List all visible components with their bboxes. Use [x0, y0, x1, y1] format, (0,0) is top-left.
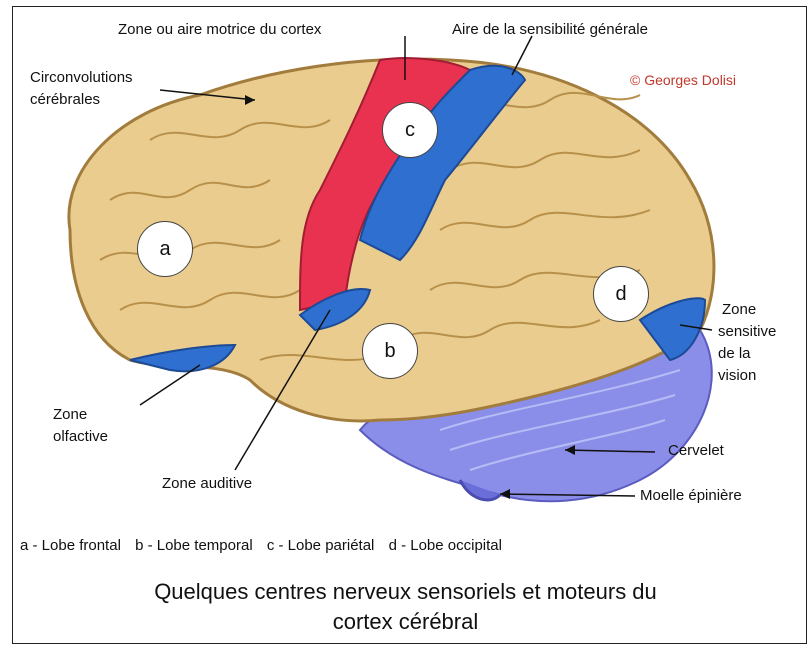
copyright-text: © Georges Dolisi	[630, 70, 736, 90]
label-auditory: Zone auditive	[162, 474, 252, 494]
marker-c: c	[382, 102, 438, 158]
marker-a: a	[137, 221, 193, 277]
label-vision-1: Zone	[722, 300, 756, 320]
figure-title-line-1: Quelques centres nerveux sensoriels et m…	[0, 577, 811, 607]
label-olfactory-1: Zone	[53, 405, 87, 425]
label-vision-2: sensitive	[718, 322, 776, 342]
label-olfactory-2: olfactive	[53, 427, 108, 447]
label-sensory-area: Aire de la sensibilité générale	[452, 20, 648, 40]
label-vision-4: vision	[718, 366, 756, 386]
figure-title-line-2: cortex cérébral	[0, 607, 811, 637]
lobe-legend: a - Lobe frontal b - Lobe temporal c - L…	[20, 537, 512, 554]
label-spinal-cord: Moelle épinière	[640, 486, 742, 506]
legend-c: c - Lobe pariétal	[267, 537, 375, 554]
marker-d: d	[593, 266, 649, 322]
label-vision-3: de la	[718, 344, 751, 364]
label-convolutions-1: Circonvolutions	[30, 68, 133, 88]
legend-b: b - Lobe temporal	[135, 537, 253, 554]
marker-b: b	[362, 323, 418, 379]
legend-d: d - Lobe occipital	[389, 537, 502, 554]
label-motor-zone: Zone ou aire motrice du cortex	[118, 20, 321, 40]
label-convolutions-2: cérébrales	[30, 90, 100, 110]
legend-a: a - Lobe frontal	[20, 537, 121, 554]
label-cerebellum: Cervelet	[668, 441, 724, 461]
